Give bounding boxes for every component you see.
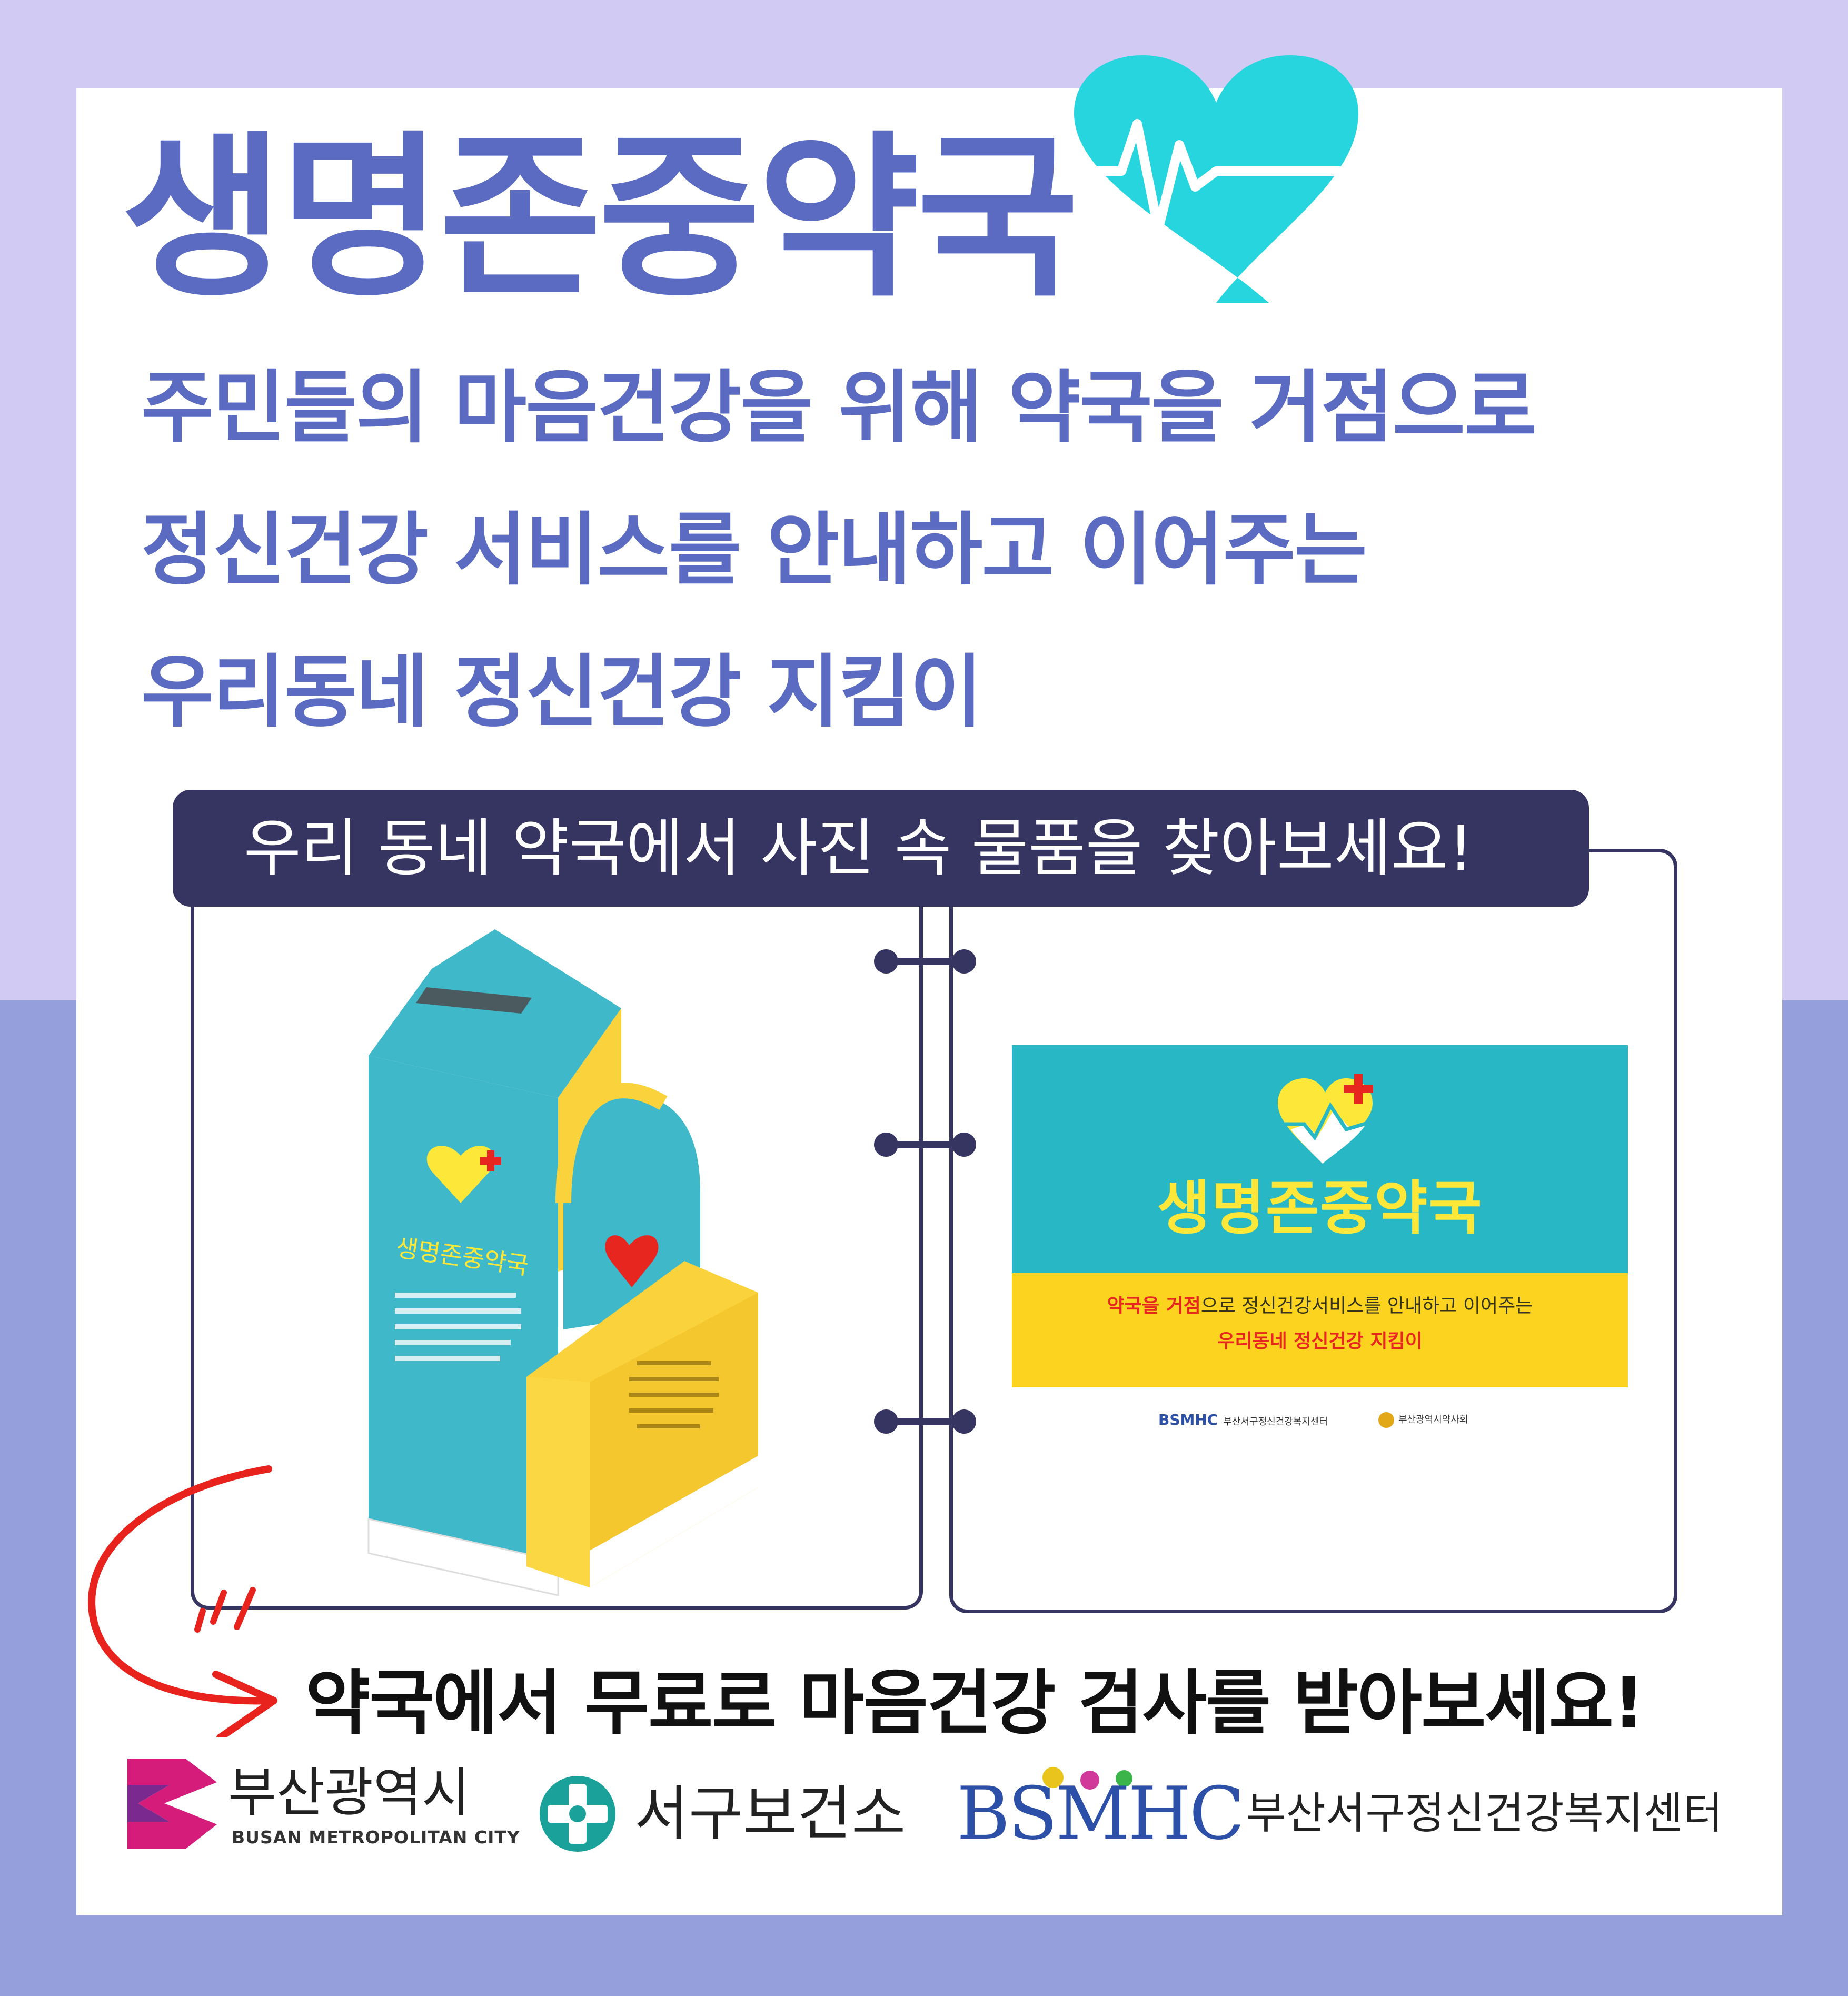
- ring-bar: [885, 958, 969, 965]
- ring: [874, 949, 898, 974]
- sign-text: 으로 정신건강서비스를 안내하고 이어주는: [1200, 1295, 1533, 1317]
- sign-logos: BSMHC 부산서구정신건강복지센터 부산광역시약사회: [1158, 1407, 1527, 1433]
- banner: 우리 동네 약국에서 사진 속 물품을 찾아보세요!: [173, 790, 1589, 907]
- ring: [952, 949, 976, 974]
- page-title: 생명존중약국: [121, 116, 1079, 321]
- ring: [952, 1409, 976, 1434]
- sign-title: 생명존중약국: [1157, 1175, 1483, 1242]
- busan-logo-subtitle: BUSAN METROPOLITAN CITY: [232, 1827, 520, 1848]
- bsmhc-logo-dots-icon: [1042, 1767, 1132, 1790]
- heart-plus-icon: [1278, 1074, 1374, 1164]
- heartbeat-heart-icon: [1074, 55, 1379, 303]
- curved-arrow-icon: [88, 1465, 277, 1737]
- sign-text-line: 약국을 거점으로 정신건강서비스를 안내하고 이어주는: [1012, 1293, 1628, 1319]
- seogu-health-logo-name: 서구보건소: [634, 1780, 906, 1848]
- ring: [952, 1133, 976, 1157]
- subtitle-line: 우리동네 정신건강 지킴이: [141, 647, 982, 738]
- busan-logo-icon: [127, 1759, 217, 1849]
- subtitle-line: 주민들의 마음건강을 위해 약국을 거점으로: [141, 362, 1537, 454]
- sign-highlight: 약국을 거점: [1107, 1295, 1201, 1317]
- subtitle-block: 주민들의 마음건강을 위해 약국을 거점으로 정신건강 서비스를 안내하고 이어…: [141, 337, 1721, 763]
- sign-logo-mark: BSMHC: [1158, 1411, 1218, 1428]
- call-to-action: 약국에서 무료로 마음건강 검사를 받아보세요!: [305, 1662, 1645, 1744]
- pharmacy-sign-image: 생명존중약국 약국을 거점으로 정신건강서비스를 안내하고 이어주는 우리동네 …: [1012, 1045, 1628, 1387]
- sign-logo-pharmacist: 부산광역시약사회: [1378, 1407, 1468, 1433]
- ring: [874, 1409, 898, 1434]
- sign-logo-bsmhc: BSMHC 부산서구정신건강복지센터: [1158, 1407, 1328, 1435]
- pharmacist-logo-icon: [1378, 1412, 1394, 1428]
- sign-bottom-panel: 약국을 거점으로 정신건강서비스를 안내하고 이어주는 우리동네 정신건강 지킴…: [1012, 1273, 1628, 1387]
- sign-top-panel: 생명존중약국: [1012, 1045, 1628, 1273]
- seogu-health-logo-icon: [540, 1776, 615, 1852]
- collection-box-image: 생명존중약국: [367, 929, 758, 1596]
- ring-bar: [885, 1418, 969, 1425]
- sign-text-line: 우리동네 정신건강 지킴이: [1217, 1330, 1423, 1352]
- bsmhc-logo-name: 부산서구정신건강복지센터: [1246, 1789, 1723, 1839]
- busan-logo-name: 부산광역시: [228, 1762, 470, 1823]
- ring: [874, 1133, 898, 1157]
- sign-logo-label: 부산서구정신건강복지센터: [1223, 1416, 1328, 1427]
- ring-bar: [885, 1141, 969, 1148]
- subtitle-line: 정신건강 서비스를 안내하고 이어주는: [141, 504, 1367, 596]
- sign-logo-label: 부산광역시약사회: [1398, 1414, 1468, 1425]
- banner-text: 우리 동네 약국에서 사진 속 물품을 찾아보세요!: [244, 812, 1473, 885]
- bsmhc-logo-mark: BSMHC: [957, 1771, 1245, 1856]
